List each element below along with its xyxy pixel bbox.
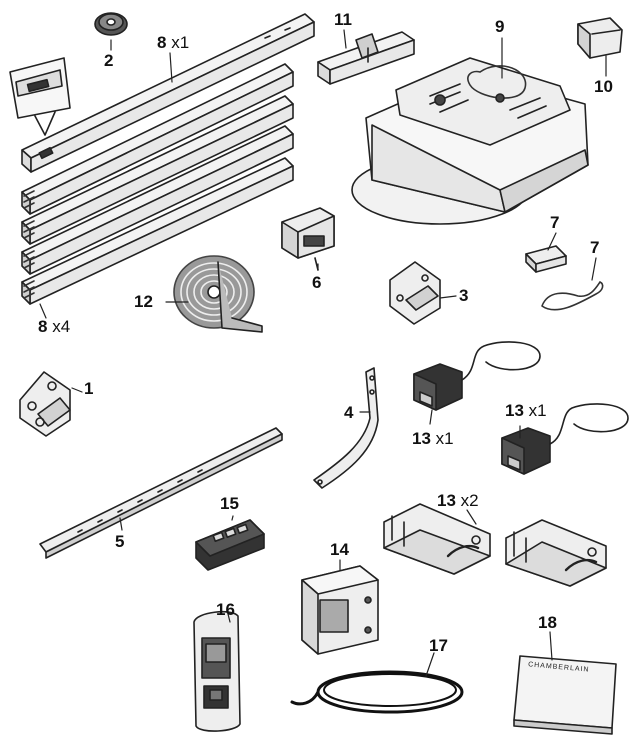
motor-unit [351, 57, 589, 225]
label-sensor-brackets: 13 x2 [437, 491, 479, 510]
door-bracket [19, 371, 71, 437]
rail-segment-with-end [21, 13, 315, 173]
label-wall-control: 16 [216, 600, 235, 619]
trolley [317, 31, 415, 85]
bell-wire-coil [290, 670, 464, 714]
belt-coil [173, 255, 263, 333]
label-power-unit: 14 [330, 540, 349, 559]
label-straight-door-arm: 5 [115, 532, 125, 551]
idler-bracket [281, 207, 335, 271]
curved-door-arm [313, 367, 379, 489]
label-pulley: 2 [104, 51, 114, 70]
straight-door-arm [39, 427, 283, 559]
safety-sensor-right [501, 403, 629, 475]
label-motor-unit: 9 [495, 17, 505, 36]
label-belt-coil: 12 [134, 292, 153, 311]
label-light-lens: 10 [594, 77, 613, 96]
label-rail-x1: 8 x1 [157, 33, 190, 52]
label-remote-control: 15 [220, 494, 239, 513]
owners-manual [513, 655, 617, 735]
label-idler-bracket: 6 [312, 273, 322, 292]
staples-and-bell-wire [525, 245, 604, 311]
label-door-bracket: 1 [84, 379, 94, 398]
sensor-brackets [383, 503, 607, 587]
label-sensor-left: 13 x1 [412, 429, 454, 448]
label-header-bracket: 3 [459, 286, 469, 305]
label-owners-manual: 18 [538, 613, 557, 632]
rail-detail-callout [9, 57, 71, 136]
label-sensor-right: 13 x1 [505, 401, 547, 420]
label-trolley: 11 [334, 10, 352, 29]
wall-control [193, 610, 241, 732]
pulley [94, 12, 128, 36]
safety-sensor-left [413, 341, 541, 411]
label-curved-door-arm: 4 [344, 403, 354, 422]
leader-lines [39, 29, 607, 677]
label-bell-wire: 7 [590, 238, 600, 257]
power-unit [301, 565, 379, 655]
label-bell-wire-coil: 17 [429, 636, 448, 655]
rail-segments [21, 63, 294, 305]
label-rail-x4: 8 x4 [38, 317, 71, 336]
remote-control [195, 519, 265, 571]
header-bracket [389, 261, 441, 325]
light-lens [577, 17, 623, 59]
label-staple: 7 [550, 213, 560, 232]
